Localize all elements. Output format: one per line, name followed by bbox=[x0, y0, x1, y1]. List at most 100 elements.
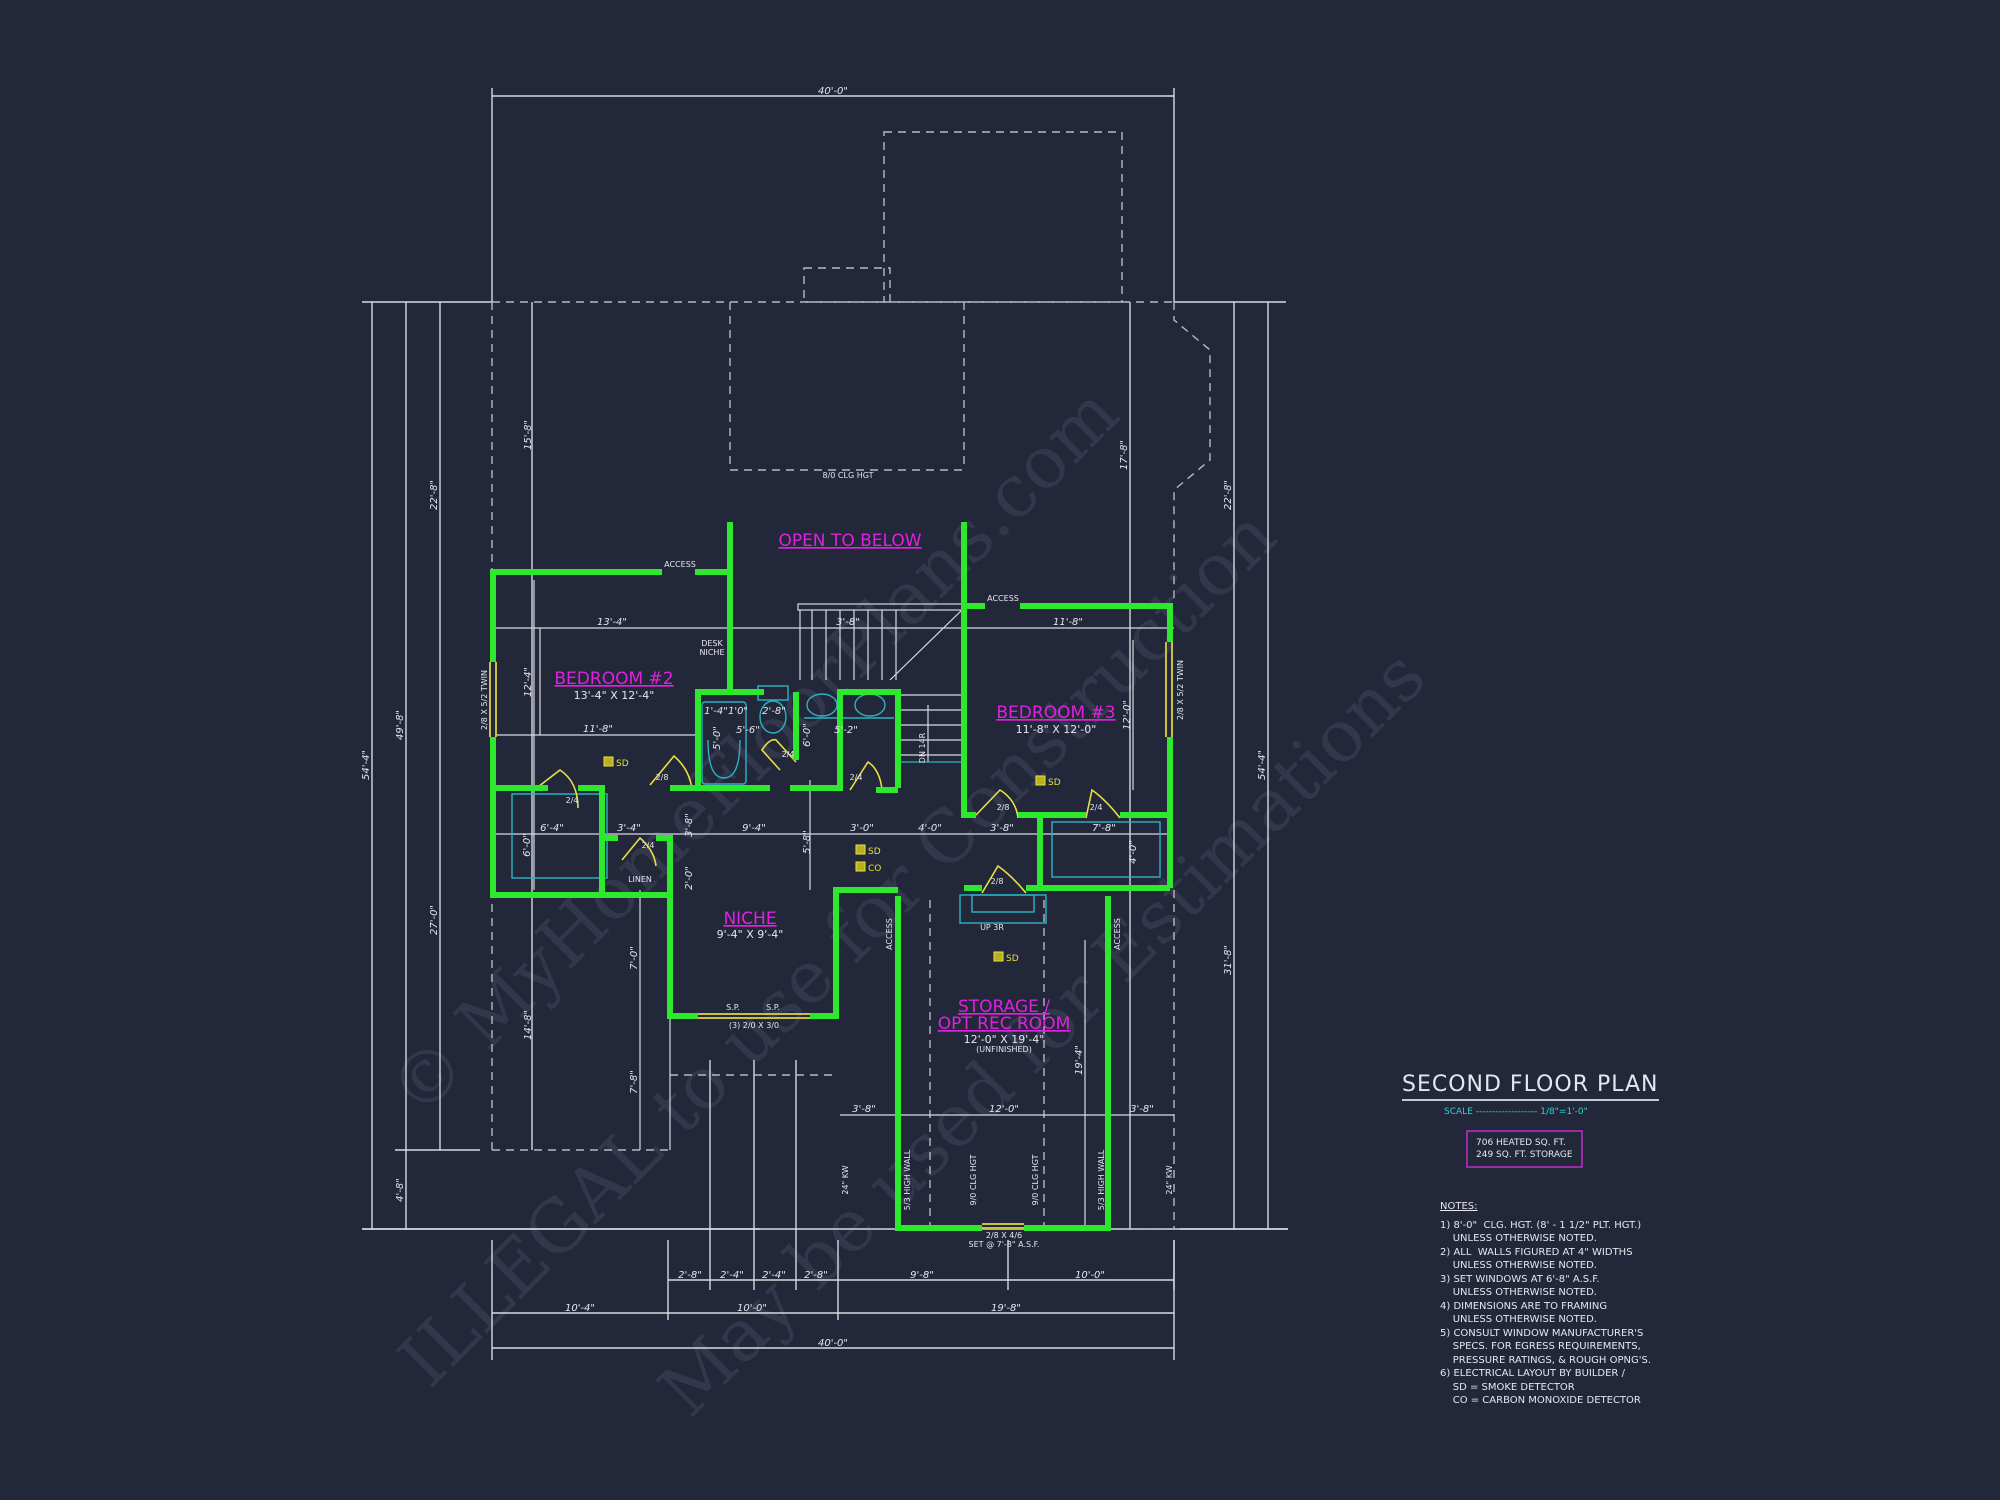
svg-text:3'-8": 3'-8" bbox=[836, 617, 860, 628]
svg-text:54'-4": 54'-4" bbox=[361, 750, 372, 780]
svg-text:31'-8": 31'-8" bbox=[1223, 945, 1234, 975]
svg-text:9/0 CLG HGT: 9/0 CLG HGT bbox=[969, 1154, 978, 1205]
note-line: SD = SMOKE DETECTOR bbox=[1440, 1381, 1575, 1393]
note-line: 4) DIMENSIONS ARE TO FRAMING bbox=[1440, 1300, 1608, 1312]
svg-text:CO: CO bbox=[868, 864, 881, 874]
notes-heading: NOTES: bbox=[1440, 1201, 1478, 1212]
svg-text:LINEN: LINEN bbox=[628, 875, 652, 884]
svg-text:5'-6": 5'-6" bbox=[736, 725, 760, 736]
svg-text:2'-8": 2'-8" bbox=[678, 1270, 702, 1281]
svg-text:ACCESS: ACCESS bbox=[1113, 918, 1122, 950]
svg-text:6'-4": 6'-4" bbox=[540, 823, 564, 834]
svg-text:2/8: 2/8 bbox=[997, 803, 1010, 812]
svg-text:5/3 HIGH WALL: 5/3 HIGH WALL bbox=[1097, 1149, 1106, 1210]
svg-text:(UNFINISHED): (UNFINISHED) bbox=[976, 1045, 1032, 1054]
svg-text:6'-0": 6'-0" bbox=[522, 833, 533, 857]
svg-text:10'-0": 10'-0" bbox=[1075, 1270, 1105, 1281]
svg-text:DN 14R: DN 14R bbox=[918, 732, 927, 763]
svg-text:DESK: DESK bbox=[701, 639, 723, 648]
svg-text:3'-8": 3'-8" bbox=[852, 1104, 876, 1115]
svg-text:5'-2": 5'-2" bbox=[834, 725, 858, 736]
svg-text:10'-0": 10'-0" bbox=[737, 1303, 767, 1314]
svg-text:11'-8": 11'-8" bbox=[583, 724, 613, 735]
svg-text:7'-8": 7'-8" bbox=[629, 1070, 640, 1094]
note-line: 2) ALL WALLS FIGURED AT 4" WIDTHS bbox=[1440, 1246, 1633, 1258]
detectors bbox=[603, 756, 1046, 962]
svg-text:24" KW: 24" KW bbox=[1165, 1165, 1174, 1194]
note-line: 3) SET WINDOWS AT 6'-8" A.S.F. bbox=[1440, 1273, 1600, 1285]
svg-text:5'-0": 5'-0" bbox=[712, 726, 723, 750]
svg-text:SD: SD bbox=[1006, 954, 1019, 964]
svg-text:2'-0": 2'-0" bbox=[684, 866, 695, 890]
svg-text:SD: SD bbox=[616, 759, 629, 769]
co-detector-icon bbox=[855, 861, 866, 872]
svg-text:2/4: 2/4 bbox=[1090, 803, 1103, 812]
note-line: UNLESS OTHERWISE NOTED. bbox=[1440, 1287, 1597, 1298]
svg-text:ACCESS: ACCESS bbox=[664, 560, 696, 569]
svg-text:S.P.: S.P. bbox=[726, 1003, 740, 1012]
svg-text:8/0 CLG HGT: 8/0 CLG HGT bbox=[822, 471, 873, 480]
svg-text:3'-8": 3'-8" bbox=[1130, 1104, 1154, 1115]
note-line: 6) ELECTRICAL LAYOUT BY BUILDER / bbox=[1440, 1368, 1625, 1379]
svg-text:1'-4": 1'-4" bbox=[704, 706, 728, 717]
general-notes: NOTES: 1) 8'-0" CLG. HGT. (8' - 1 1/2" P… bbox=[1440, 1200, 1700, 1408]
svg-text:49'-8": 49'-8" bbox=[395, 710, 406, 740]
svg-text:2/4: 2/4 bbox=[782, 750, 795, 759]
svg-text:6'-0": 6'-0" bbox=[802, 723, 813, 747]
room-label-niche: NICHE bbox=[723, 909, 776, 929]
svg-text:13'-4": 13'-4" bbox=[597, 617, 627, 628]
note-line: UNLESS OTHERWISE NOTED. bbox=[1440, 1233, 1597, 1244]
smoke-detector-icon bbox=[993, 951, 1004, 962]
note-line: SPECS. FOR EGRESS REQUIREMENTS, bbox=[1440, 1341, 1641, 1352]
svg-text:9'-4" X 9'-4": 9'-4" X 9'-4" bbox=[717, 928, 784, 941]
svg-text:9'-4": 9'-4" bbox=[742, 823, 766, 834]
svg-text:SD: SD bbox=[868, 847, 881, 857]
svg-text:2/8 X 5/2 TWIN: 2/8 X 5/2 TWIN bbox=[480, 670, 489, 730]
svg-text:54'-4": 54'-4" bbox=[1257, 750, 1268, 780]
svg-text:22'-8": 22'-8" bbox=[1223, 480, 1234, 510]
svg-text:22'-8": 22'-8" bbox=[429, 480, 440, 510]
smoke-detector-icon bbox=[603, 756, 614, 767]
svg-text:S.P.: S.P. bbox=[766, 1003, 780, 1012]
area-summary-box: 706 HEATED SQ. FT. 249 SQ. FT. STORAGE bbox=[1466, 1130, 1583, 1168]
svg-text:(3) 2/0 X 3/0: (3) 2/0 X 3/0 bbox=[729, 1021, 779, 1030]
note-line: 5) CONSULT WINDOW MANUFACTURER'S bbox=[1440, 1327, 1644, 1339]
svg-text:3'-8": 3'-8" bbox=[684, 813, 695, 837]
room-label-storage: STORAGE / bbox=[958, 997, 1050, 1017]
note-line: PRESSURE RATINGS, & ROUGH OPNG'S. bbox=[1440, 1354, 1652, 1366]
svg-text:5'-8": 5'-8" bbox=[802, 830, 813, 854]
svg-text:11'-8": 11'-8" bbox=[1053, 617, 1083, 628]
title-block: SECOND FLOOR PLAN SCALE ----------------… bbox=[1402, 1072, 1702, 1117]
svg-text:2/4: 2/4 bbox=[566, 796, 579, 805]
svg-text:2/8: 2/8 bbox=[656, 773, 669, 782]
svg-text:SET @ 7'-8" A.S.F.: SET @ 7'-8" A.S.F. bbox=[969, 1240, 1040, 1249]
svg-text:2/4: 2/4 bbox=[642, 841, 655, 850]
svg-text:2/4: 2/4 bbox=[850, 773, 863, 782]
svg-text:4'-0": 4'-0" bbox=[918, 823, 942, 834]
note-line: 1) 8'-0" CLG. HGT. (8' - 1 1/2" PLT. HGT… bbox=[1440, 1219, 1642, 1231]
note-line: UNLESS OTHERWISE NOTED. bbox=[1440, 1260, 1597, 1271]
svg-text:2/8 X 5/2 TWIN: 2/8 X 5/2 TWIN bbox=[1176, 660, 1185, 720]
svg-text:10'-4": 10'-4" bbox=[565, 1303, 595, 1314]
dimension-lines bbox=[362, 88, 1288, 1360]
svg-text:19'-4": 19'-4" bbox=[1074, 1045, 1085, 1075]
svg-text:9'-8": 9'-8" bbox=[910, 1270, 934, 1281]
svg-text:UP 3R: UP 3R bbox=[980, 923, 1004, 932]
svg-text:7'-8": 7'-8" bbox=[1092, 823, 1116, 834]
interior-dim-lines bbox=[496, 580, 1174, 1225]
svg-text:27'-0": 27'-0" bbox=[429, 905, 440, 935]
svg-text:13'-4" X 12'-4": 13'-4" X 12'-4" bbox=[574, 689, 655, 702]
svg-text:12'-0": 12'-0" bbox=[1122, 700, 1133, 730]
svg-text:12'-0" X 19'-4": 12'-0" X 19'-4" bbox=[964, 1033, 1045, 1046]
svg-text:1'0": 1'0" bbox=[728, 706, 748, 717]
storage-area: 249 SQ. FT. STORAGE bbox=[1476, 1150, 1573, 1160]
svg-text:2/8 X 4/6: 2/8 X 4/6 bbox=[986, 1231, 1022, 1240]
svg-text:9/0 CLG HGT: 9/0 CLG HGT bbox=[1031, 1154, 1040, 1205]
svg-text:3'-8": 3'-8" bbox=[990, 823, 1014, 834]
svg-text:NICHE: NICHE bbox=[700, 648, 725, 657]
svg-text:40'-0": 40'-0" bbox=[818, 86, 848, 97]
plan-scale: SCALE ------------------- 1/8"=1'-0" bbox=[1444, 1107, 1588, 1117]
plan-title: SECOND FLOOR PLAN bbox=[1402, 1072, 1659, 1101]
svg-text:3'-0": 3'-0" bbox=[850, 823, 874, 834]
